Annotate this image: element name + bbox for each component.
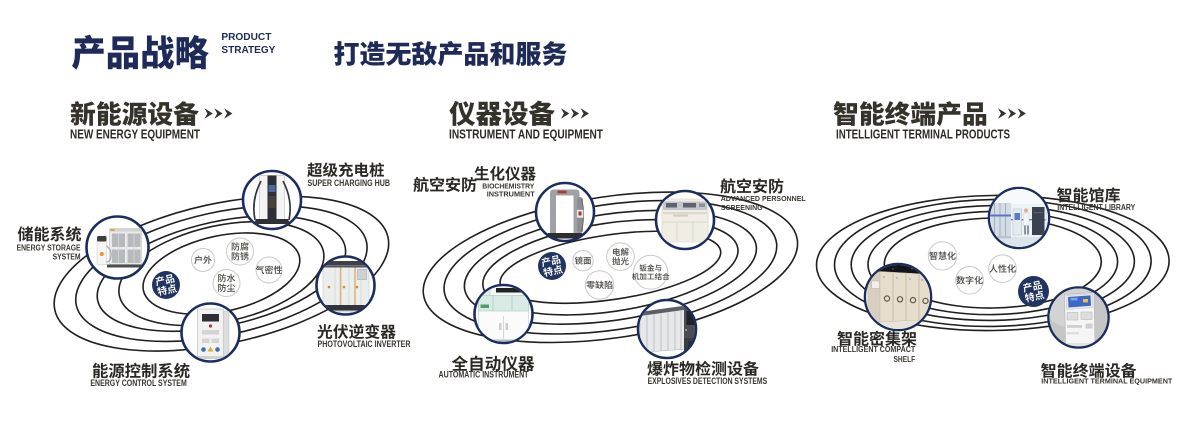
svg-text:BIOCHEMISTRY: BIOCHEMISTRY [482,181,534,190]
svg-text:STRATEGY: STRATEGY [221,45,275,56]
svg-text:PHOTOVOLTAIC INVERTER: PHOTOVOLTAIC INVERTER [318,339,412,349]
svg-text:ENERGY STORAGE: ENERGY STORAGE [17,243,82,252]
svg-text:INTELLIGENT COMPACT: INTELLIGENT COMPACT [831,345,915,354]
svg-text:ENERGY CONTROL SYSTEM: ENERGY CONTROL SYSTEM [90,378,186,388]
svg-text:PRODUCT: PRODUCT [221,32,271,43]
svg-text:ADVANCED PERSONNEL: ADVANCED PERSONNEL [721,194,806,203]
svg-text:INSTRUMENT: INSTRUMENT [487,190,535,199]
svg-text:AUTOMATIC INSTRUMENT: AUTOMATIC INSTRUMENT [439,370,529,380]
svg-text:INTELLIGENT LIBRARY: INTELLIGENT LIBRARY [1057,203,1136,212]
svg-text:EXPLOSIVES DETECTION SYSTEMS: EXPLOSIVES DETECTION SYSTEMS [648,376,768,386]
svg-text:SHELF: SHELF [894,355,916,364]
svg-text:SUPER CHARGING HUB: SUPER CHARGING HUB [308,178,391,188]
svg-text:INTELLIGENT TERMINAL EQUIPMENT: INTELLIGENT TERMINAL EQUIPMENT [1041,376,1173,385]
svg-text:INSTRUMENT AND EQUIPMENT: INSTRUMENT AND EQUIPMENT [449,126,603,141]
svg-text:SCREENING: SCREENING [721,203,763,212]
svg-text:INTELLIGENT TERMINAL PRODUCTS: INTELLIGENT TERMINAL PRODUCTS [836,126,1010,141]
svg-text:SYSTEM: SYSTEM [53,252,81,261]
svg-text:NEW ENERGY EQUIPMENT: NEW ENERGY EQUIPMENT [70,126,200,141]
